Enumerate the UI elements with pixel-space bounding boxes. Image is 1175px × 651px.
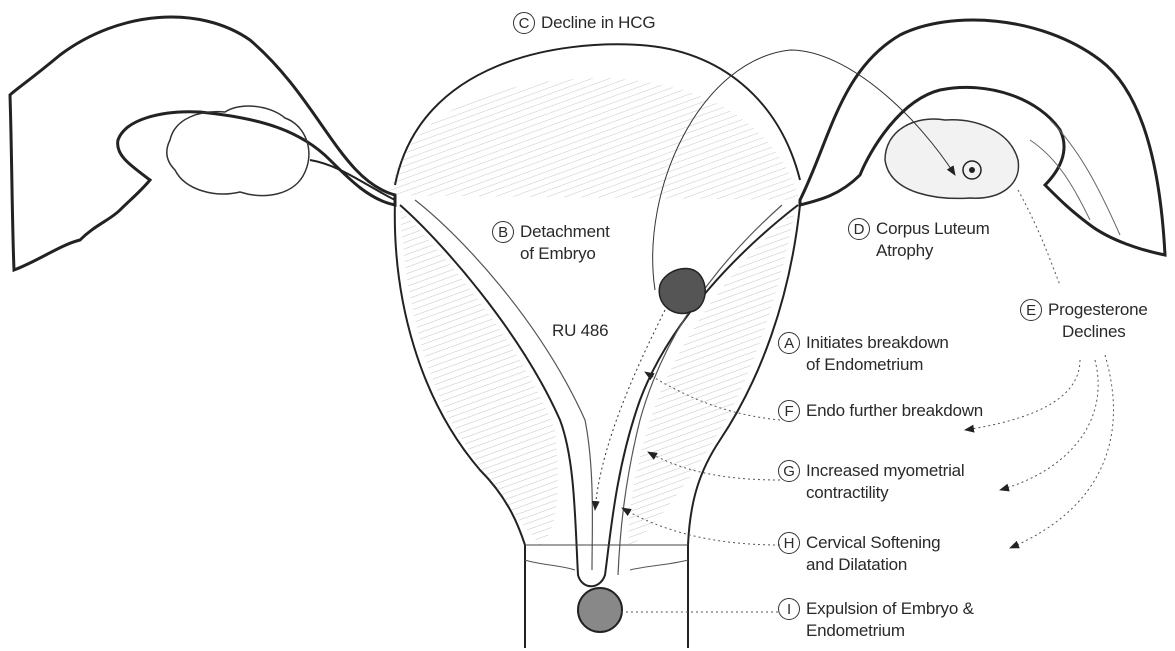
label-text: Endo further breakdown [806, 401, 983, 420]
corpus-luteum [885, 119, 1018, 198]
label-b: B Detachment of Embryo [492, 221, 610, 265]
letter-badge: I [778, 598, 800, 620]
label-d: D Corpus Luteum Atrophy [848, 218, 990, 262]
expelled-embryo [578, 588, 622, 632]
letter-badge: H [778, 532, 800, 554]
label-text-line2: Endometrium [778, 620, 974, 642]
letter-badge: A [778, 332, 800, 354]
letter-badge: G [778, 460, 800, 482]
letter-badge: E [1020, 299, 1042, 321]
label-text: Expulsion of Embryo & [806, 599, 974, 618]
embryo [659, 268, 705, 313]
label-text-line2: of Embryo [492, 243, 610, 265]
label-text: Increased myometrial [806, 461, 965, 480]
label-h: H Cervical Softening and Dilatation [778, 532, 940, 576]
left-fallopian-tube [10, 17, 395, 270]
letter-badge: C [513, 12, 535, 34]
label-i: I Expulsion of Embryo & Endometrium [778, 598, 974, 642]
label-e: E Progesterone Declines [1020, 299, 1148, 343]
label-ru486: RU 486 [552, 320, 608, 342]
label-text: Corpus Luteum [876, 219, 990, 238]
label-f: F Endo further breakdown [778, 400, 983, 422]
letter-badge: F [778, 400, 800, 422]
label-text: Detachment [520, 222, 610, 241]
label-text: Initiates breakdown [806, 333, 949, 352]
label-c: C Decline in HCG [513, 12, 655, 34]
label-text: Decline in HCG [541, 13, 655, 32]
label-text: RU 486 [552, 321, 608, 340]
label-text-line2: and Dilatation [778, 554, 940, 576]
label-text: Progesterone [1048, 300, 1148, 319]
label-text-line2: contractility [778, 482, 965, 504]
label-text-line2: of Endometrium [778, 354, 949, 376]
label-text-line2: Declines [1020, 321, 1148, 343]
left-ovary [167, 106, 309, 196]
letter-badge: B [492, 221, 514, 243]
label-g: G Increased myometrial contractility [778, 460, 965, 504]
label-text-line2: Atrophy [848, 240, 990, 262]
label-a: A Initiates breakdown of Endometrium [778, 332, 949, 376]
label-text: Cervical Softening [806, 533, 940, 552]
letter-badge: D [848, 218, 870, 240]
